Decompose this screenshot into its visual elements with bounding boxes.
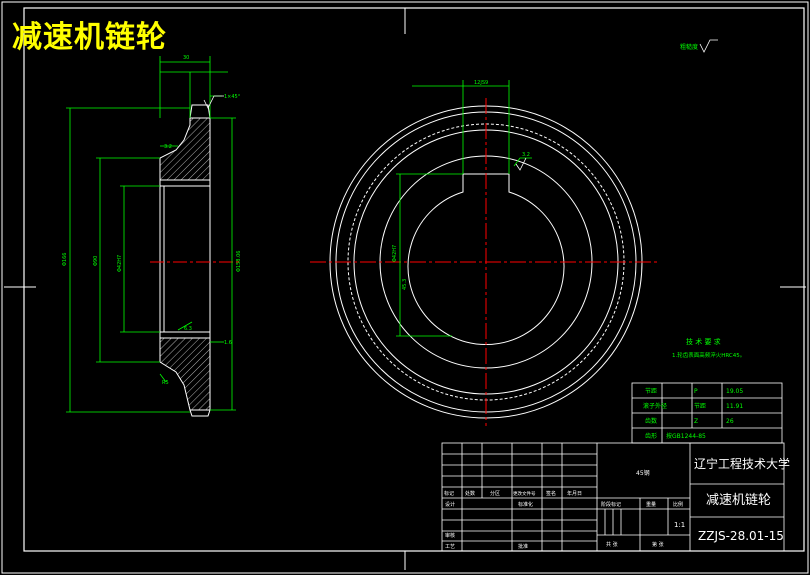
front-dimensions	[396, 80, 532, 337]
tech-heading: 技 术 要 求	[686, 337, 721, 346]
section-dim-text: 30 1×45° Φ166 Φ90 Φ42H7 Φ158.06 3.2 6.3 …	[62, 55, 242, 386]
dim-hub-dia: Φ90	[93, 256, 99, 266]
tb-drawing-number: ZZJS-28.01-15	[698, 529, 784, 543]
tech-item-1: 1.轮齿表面高频淬火HRC45。	[672, 351, 745, 359]
tb-label-zone: 分区	[490, 490, 500, 497]
tb-weight: 重量	[646, 501, 656, 508]
title-block	[441, 442, 785, 552]
tb-sheet-number: 第 张	[652, 541, 664, 548]
roughness-mark-section	[203, 95, 224, 109]
param-val-2: 26	[726, 418, 734, 425]
dim-keyway-depth: 45.3	[402, 279, 408, 290]
tb-ratio: 比例	[673, 501, 683, 508]
drawing-title: 减速机链轮	[12, 20, 167, 55]
tb-scale: 1:1	[674, 521, 685, 529]
tb-label-date: 年月日	[567, 490, 582, 497]
dim-outer-dia: Φ166	[62, 253, 68, 266]
tb-approve: 批准	[518, 543, 528, 550]
dim-top-width: 30	[183, 55, 189, 61]
tb-material: 45钢	[636, 469, 650, 477]
param-label-3: 齿形	[645, 432, 657, 440]
param-label-2: 齿数	[645, 417, 657, 425]
roughness-symbol-label: 粗糙度	[680, 43, 698, 51]
upper-tooth-tip	[189, 104, 211, 119]
param-label-0: 节距	[645, 387, 657, 395]
dim-roughness-3: 1.6	[224, 340, 232, 346]
params-table-text: 节距 P 19.05 滚子外径 节距 11.91 齿数 Z 26 齿形 按GB1…	[643, 387, 743, 440]
tb-label-mark: 标记	[444, 490, 454, 497]
general-roughness-symbol: 粗糙度	[680, 39, 718, 53]
param-sym-0: P	[694, 388, 698, 395]
tb-check: 审核	[445, 532, 455, 539]
dim-radius: R5	[162, 380, 169, 386]
inner-frame	[23, 7, 805, 552]
tb-sheets-total: 共 张	[606, 541, 618, 548]
param-sym-3: 按GB1244-85	[666, 432, 706, 440]
dim-chamfer: 1×45°	[224, 94, 241, 100]
lower-section-hatch	[159, 337, 211, 411]
tb-institution: 辽宁工程技术大学	[694, 456, 790, 471]
title-block-text: 辽宁工程技术大学 减速机链轮 ZZJS-28.01-15 45钢 1:1 标记 …	[444, 456, 790, 550]
dim-roughness-4: 3.2	[522, 152, 530, 158]
roughness-mark-front	[515, 157, 527, 171]
dim-roughness-2: 6.3	[184, 326, 192, 332]
param-sym-2: Z	[694, 418, 698, 425]
dim-bore-dia-right: Φ42H7	[392, 245, 398, 262]
param-val-1: 11.91	[726, 403, 743, 410]
tb-stage: 阶段标记	[601, 501, 621, 508]
tb-label-count: 处数	[465, 490, 475, 497]
tech-requirements: 技 术 要 求 1.轮齿表面高频淬火HRC45。	[672, 337, 745, 359]
dim-pitch-dia: Φ158.06	[236, 251, 242, 272]
dim-keyway-width: 12JS9	[474, 80, 488, 86]
dim-roughness-1: 3.2	[164, 144, 172, 150]
section-view	[159, 104, 211, 417]
tb-label-change: 更改文件号	[513, 490, 536, 497]
dim-bore-dia: Φ42H7	[117, 255, 123, 272]
tb-process: 工艺	[445, 544, 455, 550]
tb-part-name: 减速机链轮	[706, 493, 771, 508]
param-val-0: 19.05	[726, 388, 743, 395]
param-label-1: 滚子外径	[643, 402, 667, 410]
lower-tooth-tip	[189, 409, 211, 417]
bore-with-keyway	[407, 173, 565, 345]
param-sym-1: 节距	[694, 402, 706, 410]
tb-standard: 标准化	[518, 501, 533, 508]
front-dim-text: 12JS9 Φ42H7 45.3 3.2	[392, 80, 530, 290]
tb-label-sign: 签名	[546, 490, 556, 497]
tb-design: 设计	[445, 501, 455, 508]
section-dimensions	[66, 56, 236, 413]
